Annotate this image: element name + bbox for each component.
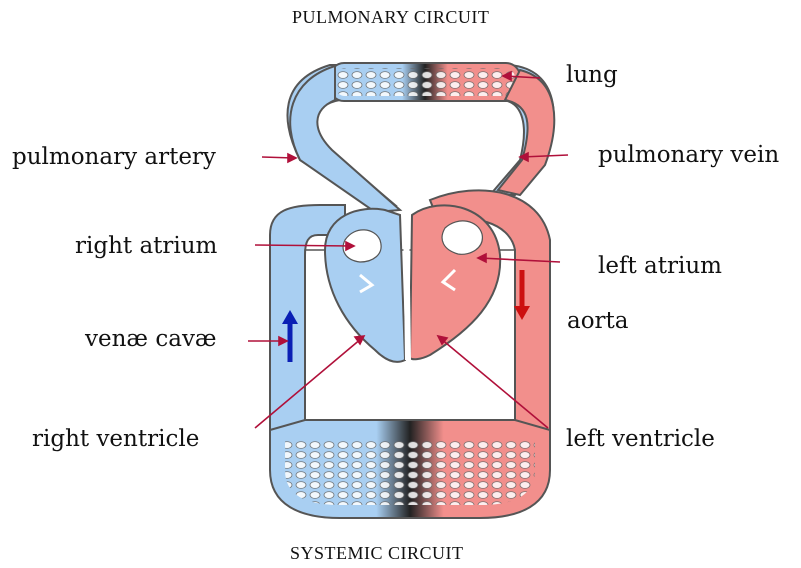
systemic-circuit-title: SYSTEMIC CIRCUIT (290, 544, 464, 562)
pulmonary-vein-label: pulmonary vein (598, 144, 779, 167)
heart (325, 205, 500, 362)
pulmonary-circuit-title: PULMONARY CIRCUIT (292, 8, 489, 26)
lung-label: lung (566, 64, 618, 87)
left-atrium-label: left atrium (598, 255, 722, 278)
right-atrium-label: right atrium (75, 235, 217, 258)
pulmonary-loop (288, 63, 555, 212)
right-ventricle-label: right ventricle (32, 428, 199, 451)
aorta-label: aorta (567, 310, 629, 333)
pulmonary-artery-label: pulmonary artery (12, 146, 216, 169)
left-atrium-chamber (442, 221, 482, 254)
venae-cavae-label: venæ cavæ (85, 328, 217, 351)
left-ventricle-label: left ventricle (566, 428, 715, 451)
